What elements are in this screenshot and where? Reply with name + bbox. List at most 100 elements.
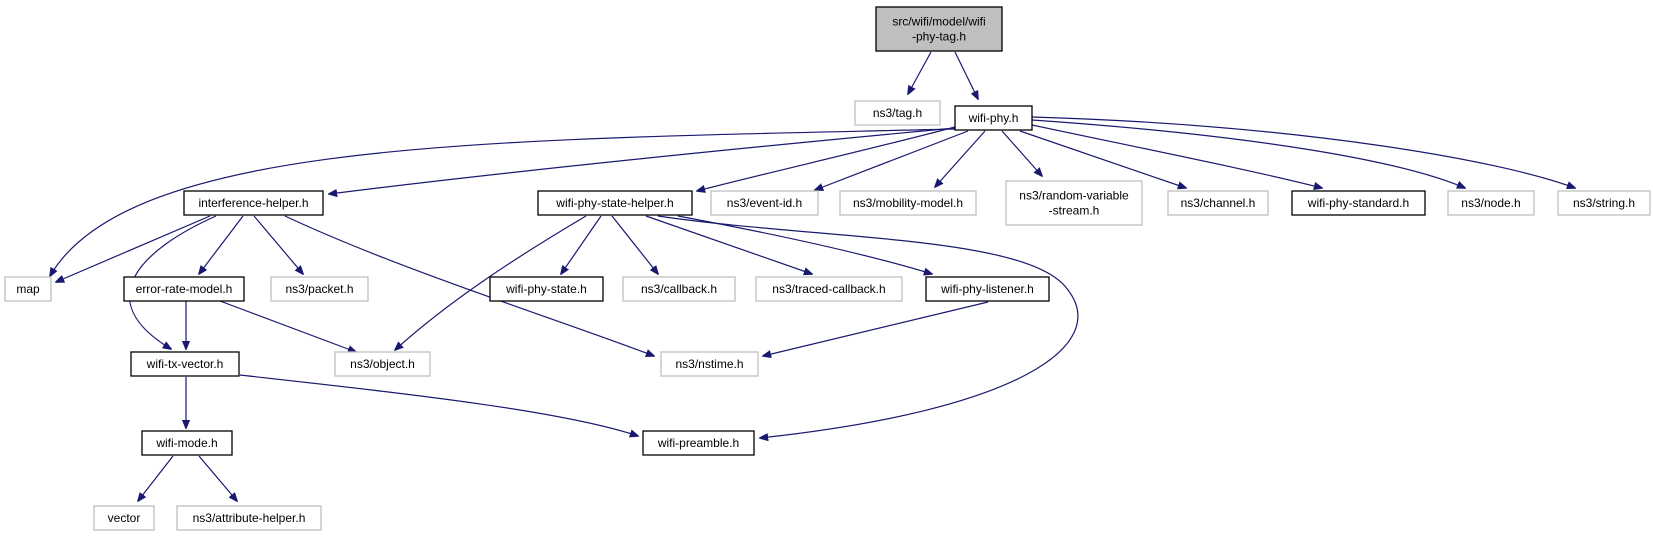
- node-label: ns3/packet.h: [285, 282, 353, 296]
- edge-mode-to-vec: [138, 455, 174, 501]
- node-ih[interactable]: interference-helper.h: [183, 190, 324, 216]
- node-tag: ns3/tag.h: [854, 100, 941, 126]
- node-box[interactable]: [130, 351, 240, 377]
- node-label: wifi-phy-state.h: [505, 282, 587, 296]
- node-obj: ns3/object.h: [334, 351, 431, 377]
- edge-pl-to-nst: [763, 301, 989, 356]
- node-label: ns3/attribute-helper.h: [193, 511, 306, 525]
- node-tcb: ns3/traced-callback.h: [755, 276, 903, 302]
- edge-ih-to-pkt: [253, 215, 303, 274]
- node-label: ns3/random-variable: [1019, 189, 1129, 203]
- node-phy[interactable]: wifi-phy.h: [954, 105, 1033, 131]
- node-rvs: ns3/random-variable-stream.h: [1005, 180, 1143, 226]
- edge-phy-to-map: [50, 128, 956, 276]
- node-label: ns3/nstime.h: [675, 357, 743, 371]
- node-label: error-rate-model.h: [136, 282, 233, 296]
- edge-psh-to-obj: [395, 215, 587, 350]
- node-label: ns3/callback.h: [641, 282, 717, 296]
- node-box[interactable]: [1291, 190, 1426, 216]
- node-box: [4, 276, 52, 302]
- node-psh[interactable]: wifi-phy-state-helper.h: [537, 190, 693, 216]
- node-label: ns3/object.h: [350, 357, 415, 371]
- edge-mode-to-attr: [198, 455, 237, 501]
- node-label: wifi-phy-state-helper.h: [555, 196, 673, 210]
- node-box: [93, 505, 155, 531]
- edge-psh-to-tcb: [645, 215, 812, 274]
- node-std[interactable]: wifi-phy-standard.h: [1291, 190, 1426, 216]
- edge-phy-to-evid: [815, 130, 969, 190]
- node-label: interference-helper.h: [198, 196, 308, 210]
- node-pre[interactable]: wifi-preamble.h: [642, 430, 755, 456]
- edge-ih-to-erm: [199, 215, 244, 274]
- node-box[interactable]: [925, 276, 1050, 302]
- edge-psh-to-ps: [561, 215, 602, 274]
- node-pl[interactable]: wifi-phy-listener.h: [925, 276, 1050, 302]
- edge-txv-to-pre: [239, 374, 638, 436]
- node-label: ns3/mobility-model.h: [853, 196, 963, 210]
- edge-psh-to-cb: [611, 215, 658, 274]
- node-mob: ns3/mobility-model.h: [839, 190, 977, 216]
- node-box: [176, 505, 322, 531]
- node-box: [1005, 180, 1143, 226]
- node-cb: ns3/callback.h: [622, 276, 736, 302]
- node-box[interactable]: [642, 430, 755, 456]
- node-label: ns3/channel.h: [1181, 196, 1256, 210]
- node-box[interactable]: [537, 190, 693, 216]
- node-label: -stream.h: [1049, 204, 1100, 218]
- node-nst: ns3/nstime.h: [660, 351, 759, 377]
- node-label: wifi-phy-standard.h: [1307, 196, 1409, 210]
- node-label: -phy-tag.h: [912, 30, 966, 44]
- node-box: [270, 276, 369, 302]
- node-ps[interactable]: wifi-phy-state.h: [489, 276, 604, 302]
- edge-phy-to-ih: [329, 127, 956, 194]
- node-box: [710, 190, 819, 216]
- node-label: ns3/tag.h: [873, 106, 922, 120]
- edge-erm-to-obj: [219, 300, 356, 352]
- edge-phy-to-psh: [697, 126, 956, 191]
- edge-psh-to-pre: [657, 215, 1079, 438]
- node-box: [334, 351, 431, 377]
- node-label: map: [16, 282, 40, 296]
- node-box: [1167, 190, 1269, 216]
- node-label: wifi-preamble.h: [657, 436, 739, 450]
- node-node: ns3/node.h: [1447, 190, 1535, 216]
- node-box: [854, 100, 941, 126]
- edge-phy-to-str: [1031, 116, 1575, 188]
- node-label: src/wifi/model/wifi: [892, 15, 985, 29]
- edge-ih-to-nst: [284, 215, 654, 356]
- edge-ih-to-map: [56, 215, 211, 282]
- node-box[interactable]: [183, 190, 324, 216]
- node-str: ns3/string.h: [1557, 190, 1651, 216]
- node-txv[interactable]: wifi-tx-vector.h: [130, 351, 240, 377]
- node-pkt: ns3/packet.h: [270, 276, 369, 302]
- node-label: ns3/string.h: [1573, 196, 1635, 210]
- node-label: ns3/node.h: [1461, 196, 1520, 210]
- edges-layer: [50, 51, 1575, 501]
- node-erm[interactable]: error-rate-model.h: [123, 276, 245, 302]
- node-box: [1447, 190, 1535, 216]
- node-box: [755, 276, 903, 302]
- node-box[interactable]: [141, 430, 233, 456]
- node-evid: ns3/event-id.h: [710, 190, 819, 216]
- edge-phy-to-chan: [1019, 130, 1186, 188]
- node-box[interactable]: [954, 105, 1033, 131]
- node-label: ns3/traced-callback.h: [772, 282, 885, 296]
- edge-phy-to-mob: [935, 130, 986, 187]
- node-mode[interactable]: wifi-mode.h: [141, 430, 233, 456]
- node-label: vector: [108, 511, 141, 525]
- edge-root-to-tag: [908, 51, 932, 94]
- edge-phy-to-rvs: [1001, 130, 1042, 176]
- node-box: [660, 351, 759, 377]
- edge-psh-to-pl: [677, 215, 932, 274]
- node-label: wifi-tx-vector.h: [146, 357, 224, 371]
- edge-phy-to-std: [1031, 124, 1322, 188]
- node-chan: ns3/channel.h: [1167, 190, 1269, 216]
- edge-root-to-phy: [954, 51, 978, 99]
- node-box[interactable]: [489, 276, 604, 302]
- node-box[interactable]: [123, 276, 245, 302]
- node-root: src/wifi/model/wifi-phy-tag.h: [875, 6, 1003, 52]
- node-attr: ns3/attribute-helper.h: [176, 505, 322, 531]
- node-box: [875, 6, 1003, 52]
- node-box: [839, 190, 977, 216]
